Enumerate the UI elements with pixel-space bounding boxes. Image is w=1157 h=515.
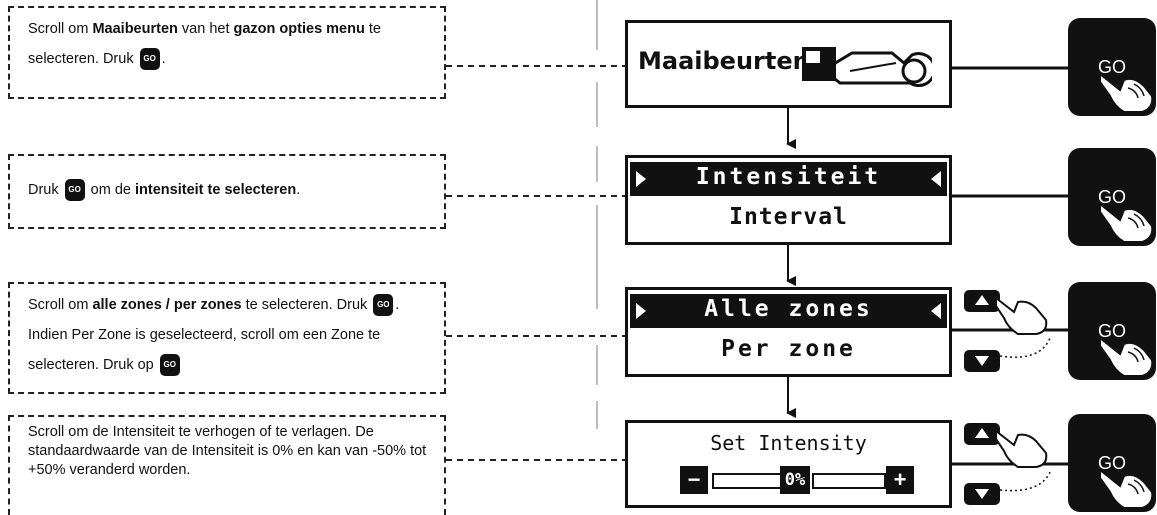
instruction-text-segment: . — [161, 51, 166, 67]
intensity-bar-left — [712, 473, 782, 489]
divider — [596, 146, 598, 182]
menu-item-selected: Alle zones — [704, 296, 873, 322]
down-arrow-button[interactable] — [964, 350, 1000, 372]
instruction-text: Druk GO om de intensiteit te selecteren. — [28, 175, 436, 205]
chevron-down-icon — [975, 356, 989, 366]
down-arrow-button[interactable] — [964, 483, 1000, 505]
instruction-step-3: Scroll om alle zones / per zones te sele… — [8, 282, 446, 394]
left-arrow-icon — [636, 303, 646, 319]
instruction-step-1: Scroll om Maaibeurten van het gazon opti… — [8, 6, 446, 99]
instruction-bold-text: gazon opties menu — [233, 21, 365, 37]
minus-icon: − — [680, 466, 708, 494]
go-badge-icon: GO — [373, 294, 394, 317]
up-arrow-button[interactable] — [964, 423, 1000, 445]
instruction-text-segment: te selecteren. Druk — [241, 297, 372, 313]
chevron-up-icon — [975, 428, 989, 438]
screen-title: Maaibeurten — [638, 47, 810, 75]
hand-pointer-icon — [1099, 71, 1154, 113]
instruction-bold-text: Maaibeurten — [92, 21, 178, 37]
instruction-text-segment: Scroll om — [28, 21, 93, 37]
go-badge-icon: GO — [64, 179, 85, 202]
instruction-step-2: Druk GO om de intensiteit te selecteren. — [8, 154, 446, 229]
selected-row: Alle zones — [630, 294, 947, 328]
intensity-bar-right — [812, 473, 886, 489]
instruction-bold-text: intensiteit te selecteren — [135, 182, 297, 198]
hand-pointer-icon — [1099, 467, 1154, 509]
divider — [596, 205, 598, 309]
hand-pointer-icon — [1099, 335, 1154, 377]
instruction-text-segment: van het — [177, 21, 234, 37]
go-badge-icon: GO — [159, 354, 180, 377]
instruction-text: Scroll om de Intensiteit te verhogen of … — [28, 423, 436, 480]
chevron-down-icon — [975, 489, 989, 499]
hand-pointer-icon — [995, 428, 1048, 468]
selected-row: Intensiteit — [630, 162, 947, 196]
divider — [596, 0, 598, 50]
left-arrow-icon — [636, 171, 646, 187]
instruction-text-segment: . — [296, 182, 301, 198]
instruction-text-segment: te selecteren. Druk — [28, 21, 381, 67]
instruction-text: Scroll om Maaibeurten van het gazon opti… — [28, 14, 436, 74]
instruction-text-segment: om de — [86, 182, 136, 198]
screen-title: Set Intensity — [710, 431, 867, 455]
go-badge-icon: GO — [139, 48, 160, 71]
instruction-text-segment: Druk — [28, 182, 63, 198]
divider — [596, 345, 598, 385]
divider — [596, 401, 598, 429]
instruction-text: Scroll om alle zones / per zones te sele… — [28, 290, 436, 380]
instruction-step-4: Scroll om de Intensiteit te verhogen of … — [8, 415, 446, 515]
plus-icon: + — [886, 466, 914, 494]
menu-item: Interval — [729, 204, 848, 230]
screen-intensity-menu: Intensiteit Interval — [625, 155, 952, 245]
right-arrow-icon — [931, 303, 941, 319]
screen-set-intensity: Set Intensity − 0% + — [625, 420, 952, 508]
hand-pointer-icon — [995, 295, 1048, 335]
screen-maaibeurten: Maaibeurten — [625, 20, 952, 108]
up-arrow-button[interactable] — [964, 290, 1000, 312]
menu-item-selected: Intensiteit — [695, 164, 882, 190]
instruction-text-segment: Scroll om — [28, 297, 93, 313]
menu-item: Per zone — [721, 336, 856, 362]
chevron-up-icon — [975, 295, 989, 305]
mower-icon — [802, 47, 932, 88]
instruction-text-segment: . Indien Per Zone is geselecteerd, scrol… — [28, 297, 400, 373]
instruction-text-segment: Scroll om de Intensiteit te verhogen of … — [28, 424, 427, 478]
right-arrow-icon — [931, 171, 941, 187]
instruction-bold-text: alle zones / per zones — [92, 297, 242, 313]
hand-pointer-icon — [1099, 201, 1154, 243]
intensity-value: 0% — [780, 466, 810, 494]
screen-zone-menu: Alle zones Per zone — [625, 287, 952, 377]
divider — [596, 82, 598, 127]
